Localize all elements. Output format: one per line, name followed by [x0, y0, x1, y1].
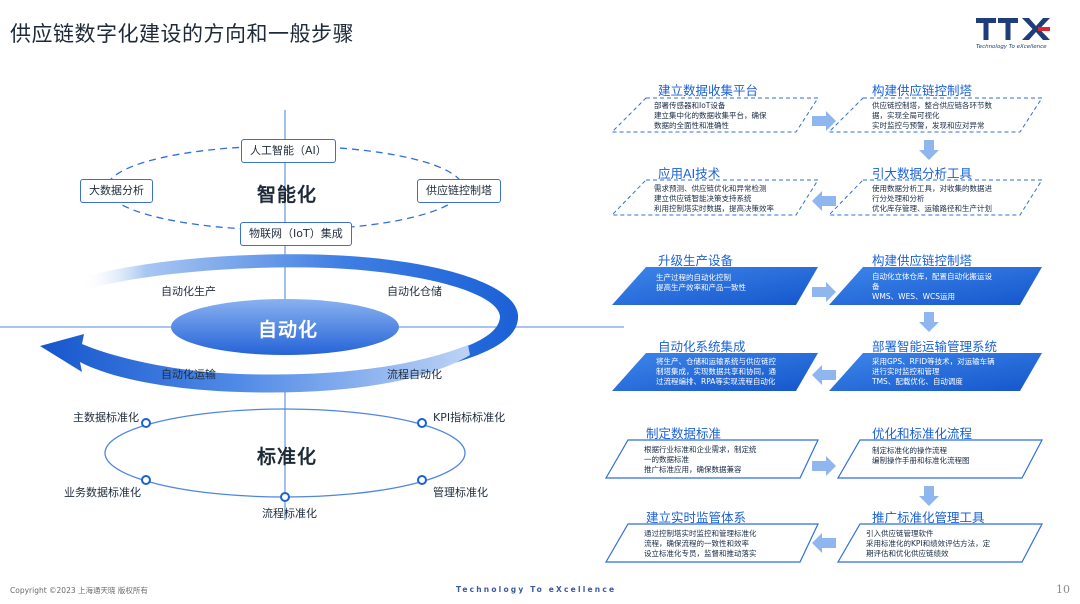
automation-label: 自动化: [258, 319, 319, 341]
step12-title: 推广标准化管理工具: [872, 510, 985, 525]
step11-body: 通过控制塔实时监控和管理标准化流程，确保流程的一致性和效率设立标准化专员，监督和…: [644, 529, 757, 558]
logo-tagline: Technology To eXcellence: [976, 44, 1047, 50]
node-masterdata: [141, 418, 151, 428]
std-mgmt: 管理标准化: [433, 486, 488, 499]
automation-core: [171, 299, 399, 355]
step10-body: 制定标准化的操作流程编制操作手册和标准化流程图: [872, 446, 970, 465]
node-bizdata: [141, 475, 151, 485]
step9-body: 根据行业标准和企业需求，制定统一的数据标准推广标准应用，确保数据兼容: [644, 445, 757, 474]
step4-box: [827, 179, 1043, 216]
auto-production: 自动化生产: [161, 285, 216, 298]
page-title: 供应链数字化建设的方向和一般步骤: [10, 22, 354, 46]
step4-title: 引大数据分析工具: [872, 166, 973, 181]
pill-bigdata: 大数据分析: [80, 179, 153, 203]
std-bizdata: 业务数据标准化: [64, 486, 141, 499]
step3-title: 应用AI技术: [658, 166, 721, 181]
step5-box: [612, 267, 818, 305]
step11-box: [604, 523, 819, 563]
step2-body: 供应链控制塔，整合供应链各环节数据，实现全局可视化实时监控与预警，发现和应对异常: [872, 101, 992, 130]
step3-body: 需求预测、供应链优化和异常检测建立供应链智能决策支持系统利用控制塔实时数据，提高…: [654, 184, 774, 213]
step1-box: [610, 97, 819, 133]
arrow-right-1: [812, 111, 836, 131]
step11-title: 建立实时监管体系: [646, 510, 747, 525]
step8-box: [829, 353, 1042, 391]
step9-box: [604, 439, 819, 479]
step6-box: [829, 267, 1042, 305]
arrow-left-3: [812, 533, 836, 553]
page-number: 10: [1056, 583, 1070, 596]
intelligent-label: 智能化: [257, 184, 318, 206]
arrow-right-3: [812, 456, 836, 476]
automation-lower-arrow: [40, 334, 470, 393]
step9-title: 制定数据标准: [646, 426, 722, 441]
auto-warehouse: 自动化仓储: [387, 285, 442, 298]
step1-title: 建立数据收集平台: [658, 83, 759, 98]
step1-body: 部署传感器和IoT设备建立集中化的数据收集平台，确保数据的全面性和准确性: [654, 101, 767, 130]
step10-title: 优化和标准化流程: [872, 426, 973, 441]
ttx-logo-icon: [976, 18, 1050, 40]
arrow-down-1: [919, 140, 939, 160]
arrow-down-2: [919, 312, 939, 332]
step7-body: 将生产、仓储和运输系统与供应链控制塔集成，实现数据共享和协同，通过流程编排、RP…: [656, 357, 776, 386]
step5-body: 生产过程的自动化控制提高生产效率和产品一致性: [656, 273, 746, 292]
step7-box: [612, 353, 818, 391]
step2-title: 构建供应链控制塔: [872, 83, 973, 98]
arrow-left-1: [812, 191, 836, 211]
arrow-left-2: [812, 365, 836, 385]
copyright-text: Copyright ©2023 上海通天晓 版权所有: [10, 586, 148, 595]
footer-tagline: Technology To eXcellence: [456, 585, 617, 594]
pill-tower: 供应链控制塔: [417, 179, 501, 203]
step10-box: [836, 439, 1043, 479]
std-flow: 流程标准化: [262, 507, 317, 520]
company-logo: Technology To eXcellence: [976, 16, 1054, 52]
arrow-down-3: [919, 486, 939, 506]
auto-transport: 自动化运输: [161, 368, 216, 381]
node-flow: [280, 492, 290, 502]
std-masterdata: 主数据标准化: [73, 411, 139, 424]
standard-label: 标准化: [257, 446, 318, 468]
std-kpi: KPI指标标准化: [433, 411, 506, 424]
pill-ai: 人工智能（AI）: [241, 139, 336, 163]
arrow-right-2: [812, 282, 836, 302]
step6-title: 构建供应链控制塔: [872, 253, 973, 268]
node-mgmt: [417, 475, 427, 485]
step5-title: 升级生产设备: [658, 253, 734, 268]
step4-body: 使用数据分析工具，对收集的数据进行分处理和分析优化库存管理、运输路径和生产计划: [872, 184, 992, 213]
node-kpi: [417, 418, 427, 428]
pill-iot: 物联网（IoT）集成: [240, 222, 352, 246]
step3-box: [610, 179, 819, 216]
auto-process: 流程自动化: [387, 368, 442, 381]
step2-box: [827, 97, 1043, 133]
step12-box: [836, 523, 1043, 563]
step8-title: 部署智能运输管理系统: [872, 339, 998, 354]
step7-title: 自动化系统集成: [658, 339, 746, 354]
step12-body: 引入供应链管理软件采用标准化的KPI和绩效评估方法，定期评估和优化供应链绩效: [866, 529, 991, 558]
